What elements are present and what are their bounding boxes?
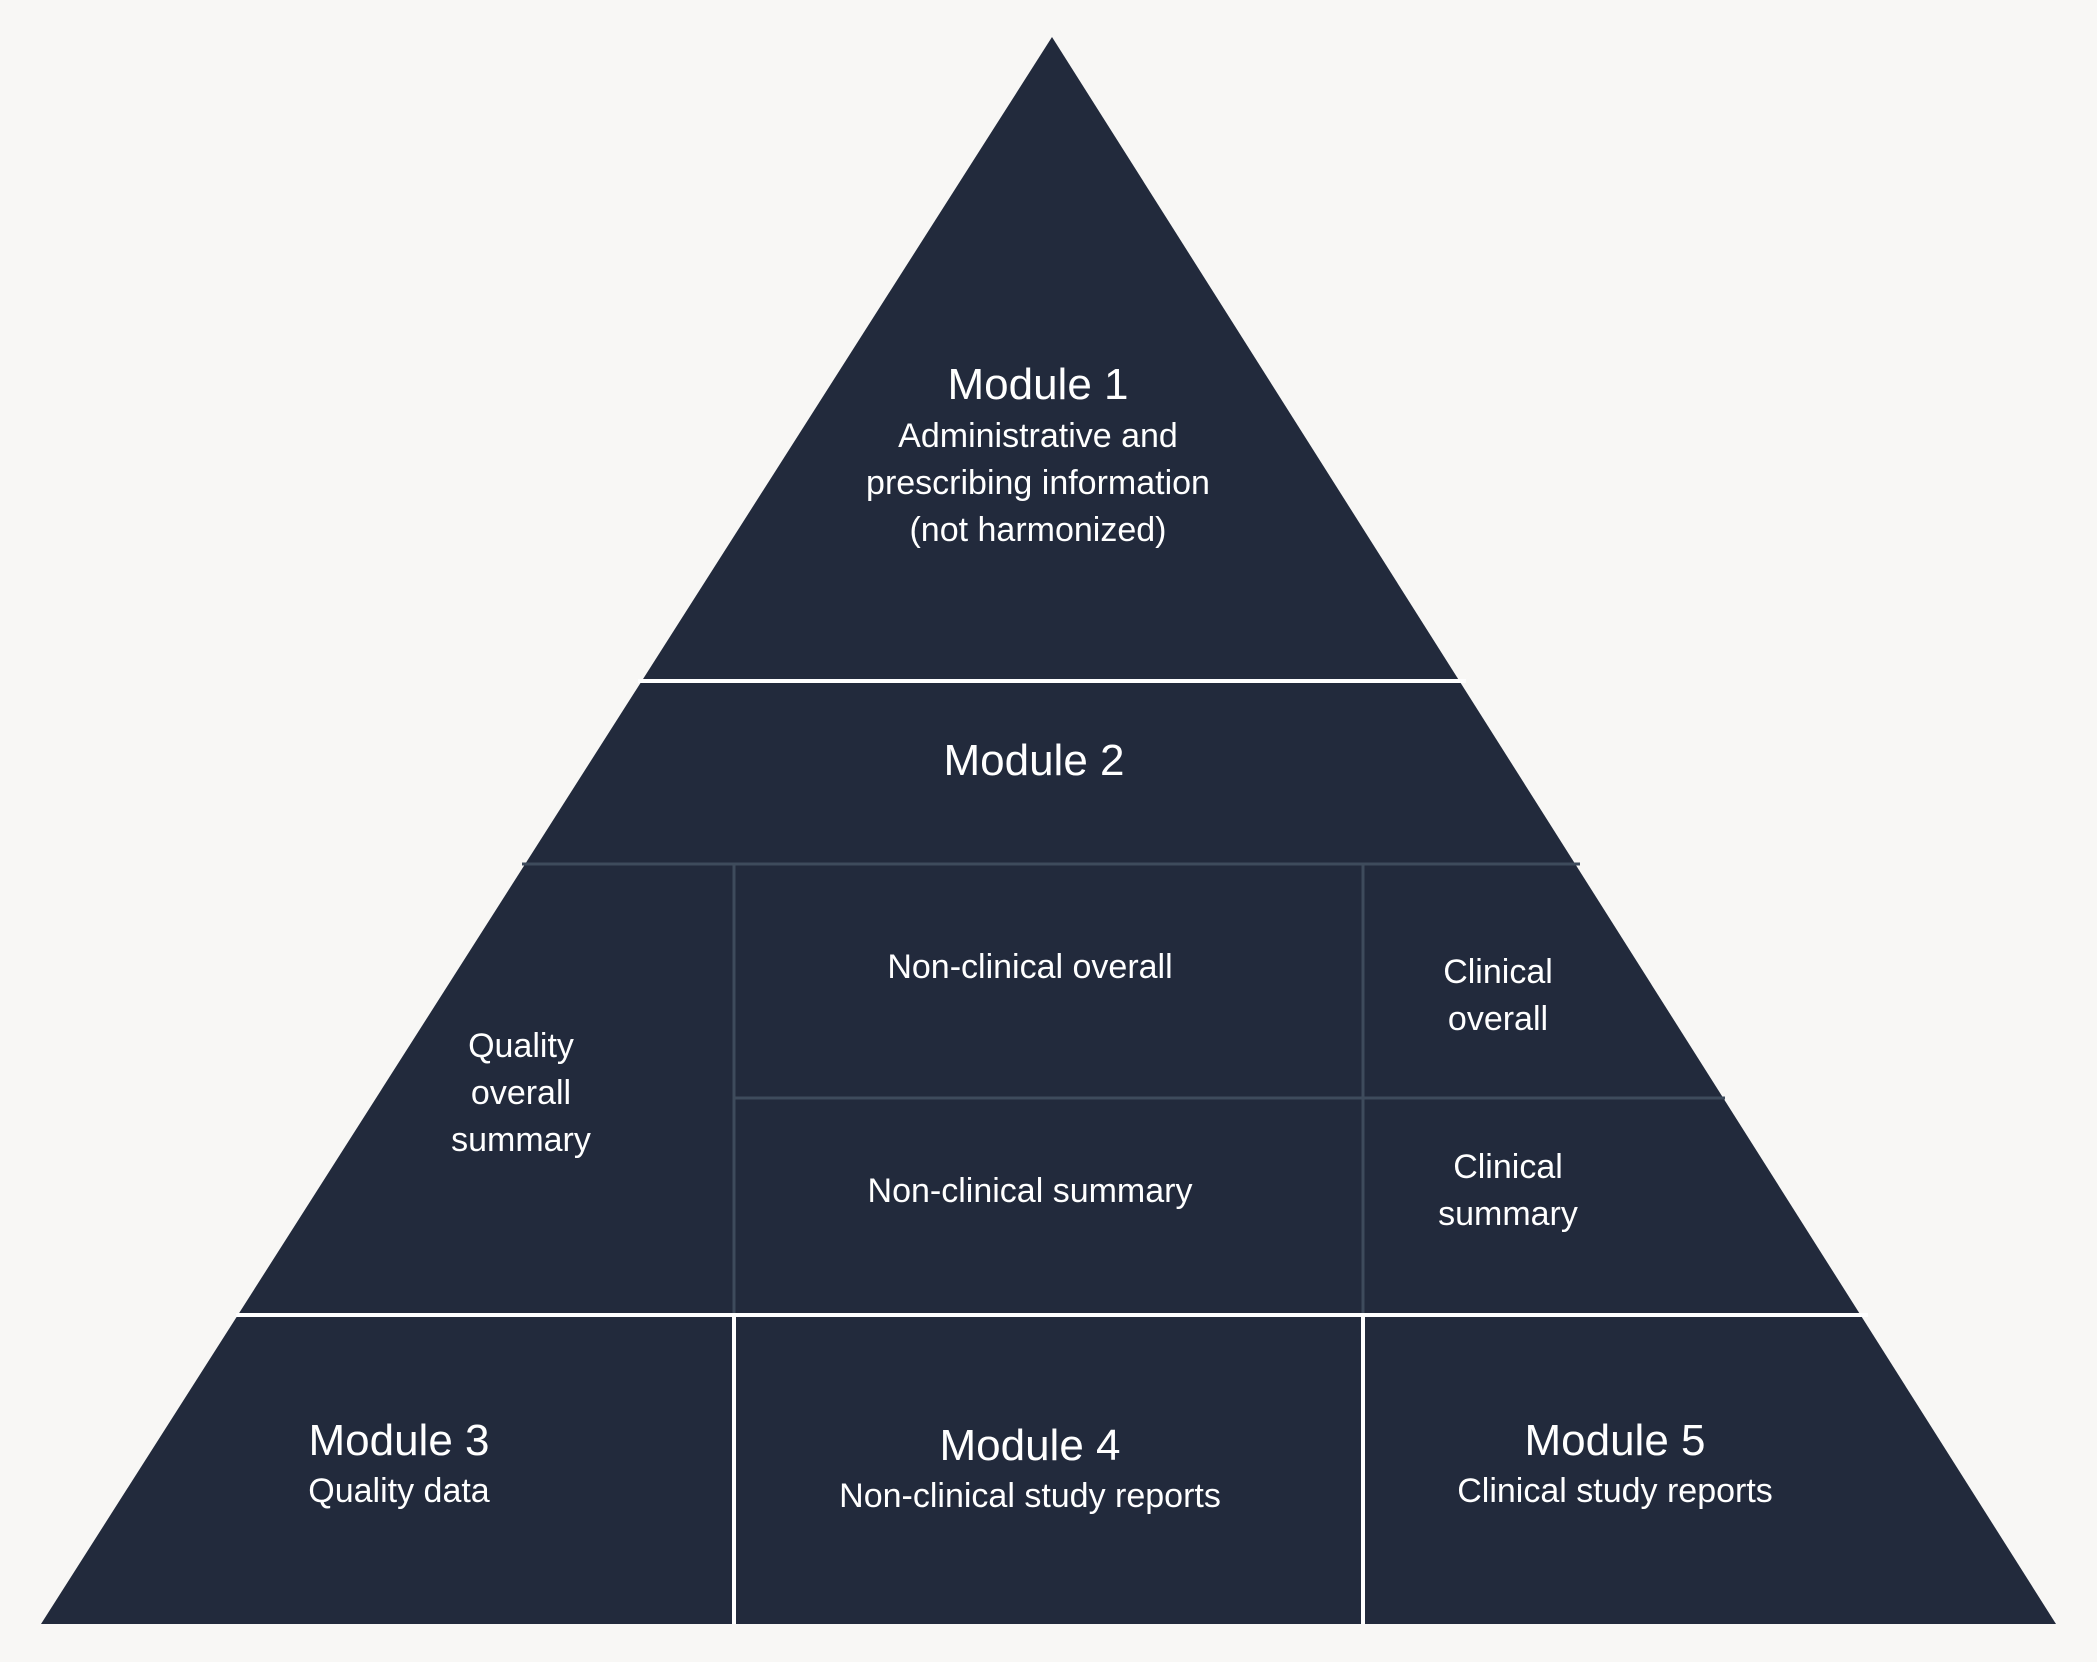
module1-block: Module 1 Administrative and prescribing …: [866, 360, 1210, 549]
quality-overall-line1: Quality: [468, 1027, 574, 1065]
module1-line3: (not harmonized): [909, 511, 1166, 549]
module4-title: Module 4: [939, 1421, 1120, 1470]
module1-title: Module 1: [947, 360, 1128, 409]
module5-subtitle: Clinical study reports: [1457, 1472, 1773, 1510]
module3-block: Module 3 Quality data: [308, 1416, 490, 1510]
clinical-summary-line2: summary: [1438, 1195, 1578, 1233]
clinical-overall-line2: overall: [1448, 1000, 1548, 1038]
module2-block: Module 2 Quality overall summary Non-cli…: [451, 736, 1578, 1233]
clinical-overall-line1: Clinical: [1443, 953, 1553, 991]
module3-subtitle: Quality data: [308, 1472, 490, 1510]
quality-overall-line2: overall: [471, 1074, 571, 1112]
module4-block: Module 4 Non-clinical study reports: [839, 1421, 1221, 1515]
nonclinical-overall-label: Non-clinical overall: [887, 948, 1172, 986]
quality-overall-line3: summary: [451, 1121, 591, 1159]
nonclinical-summary-label: Non-clinical summary: [868, 1172, 1193, 1210]
module5-title: Module 5: [1524, 1416, 1705, 1465]
module2-title: Module 2: [943, 736, 1124, 785]
module1-line1: Administrative and: [898, 417, 1178, 455]
clinical-summary-line1: Clinical: [1453, 1148, 1563, 1186]
module1-line2: prescribing information: [866, 464, 1210, 502]
pyramid-shape: [41, 37, 2056, 1624]
module4-subtitle: Non-clinical study reports: [839, 1477, 1221, 1515]
module3-title: Module 3: [308, 1416, 489, 1465]
module5-block: Module 5 Clinical study reports: [1457, 1416, 1773, 1510]
